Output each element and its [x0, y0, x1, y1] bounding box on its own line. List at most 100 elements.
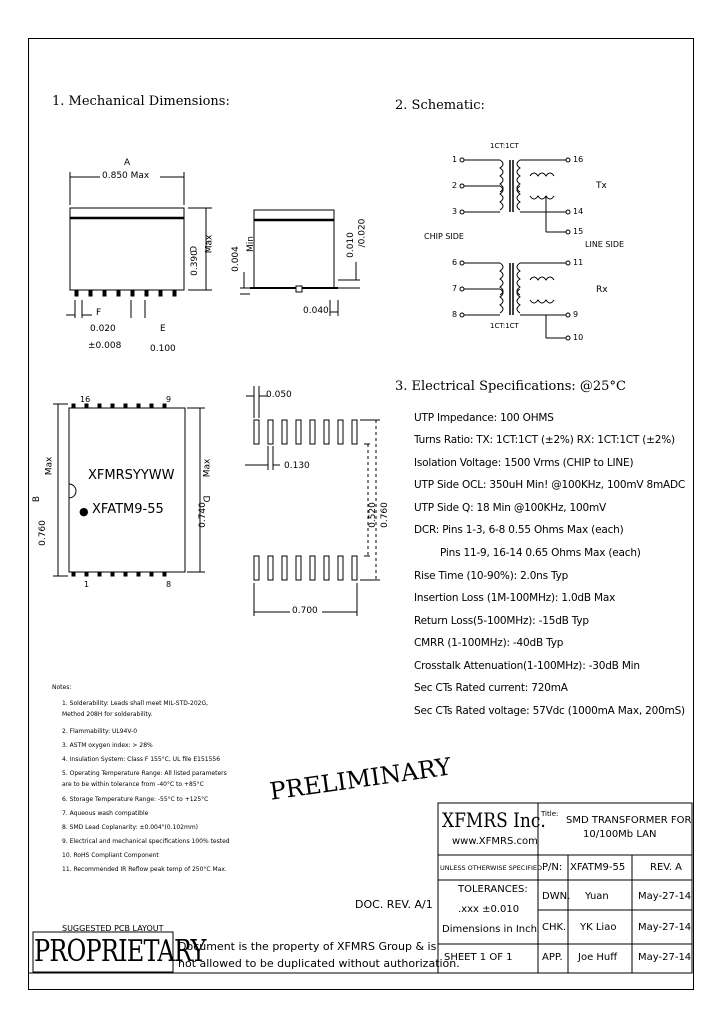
pn-label: P/N: [542, 862, 563, 873]
chip-side-label: CHIP SIDE [424, 232, 464, 241]
note-item: 5. Operating Temperature Range: All list… [62, 770, 227, 777]
spec-item: UTP Side Q: 18 Min @100KHz, 100mV [414, 502, 606, 514]
pcb-pads-top [253, 419, 358, 445]
notes-title: Notes: [52, 684, 72, 691]
note-item: 11. Recommended IR Reflow peak temp of 2… [62, 866, 227, 873]
pin-right-9: 9 [573, 310, 579, 319]
d-value: 0.740 [197, 502, 208, 528]
tolerance-value: .xxx ±0.010 [458, 904, 520, 915]
title-block-lines [28, 802, 693, 974]
side-020: /0.020 [357, 218, 368, 248]
dim-c-value: 0.390 [189, 250, 200, 276]
proprietary-line1: Document is the property of XFMRS Group … [178, 940, 437, 953]
pin-left-2: 2 [452, 181, 458, 190]
spec-item: Rise Time (10-90%): 2.0ns Typ [414, 570, 569, 582]
dim-a-label: A [124, 158, 131, 168]
spec-item: UTP Impedance: 100 OHMS [414, 412, 554, 424]
pin-left-7: 7 [452, 284, 458, 293]
note-item: 4. Insulation System: Class F 155°C, UL … [62, 756, 221, 763]
spec-item: Pins 11-9, 16-14 0.65 Ohms Max (each) [440, 547, 641, 559]
note-item: 1. Solderability: Leads shall meet MIL-S… [62, 700, 209, 707]
spec-item: Return Loss(5-100MHz): -15dB Typ [414, 615, 589, 627]
note-item: 3. ASTM oxygen index: > 28% [62, 742, 153, 749]
chk-label: CHK. [542, 922, 567, 933]
dwn-label: DWN. [542, 891, 571, 902]
side-010: 0.010 [345, 232, 356, 258]
note-item: 8. SMD Lead Coplanarity: ±0.004"(0.102mm… [62, 824, 198, 831]
pcb-pads-bottom [253, 555, 358, 581]
proprietary-line2: not allowed to be duplicated without aut… [178, 957, 460, 970]
spec-item: Sec CTs Rated voltage: 57Vdc (1000mA Max… [414, 705, 685, 717]
part-marking-line2: XFATM9-55 [92, 502, 164, 517]
rx-label: Rx [596, 285, 608, 295]
pin-left-3: 3 [452, 207, 458, 216]
pcb-700: 0.700 [292, 606, 318, 616]
spec-item: Turns Ratio: TX: 1CT:1CT (±2%) RX: 1CT:1… [414, 434, 675, 446]
ratio-bottom: 1CT:1CT [490, 322, 519, 330]
side-040: 0.040 [303, 306, 329, 316]
tx-label: Tx [596, 181, 607, 191]
pcb-130: 0.130 [284, 461, 310, 471]
revision: REV. A [650, 862, 683, 873]
sheet-number: SHEET 1 OF 1 [444, 952, 513, 963]
chk-name: YK Liao [580, 922, 617, 933]
ratio-top: 1CT:1CT [490, 142, 519, 150]
pin1-dot: ● [79, 505, 89, 518]
pin-left-1: 1 [452, 155, 458, 164]
pin-right-14: 14 [573, 207, 584, 216]
side-view-body [253, 209, 335, 289]
side-min-value: 0.004 [230, 246, 241, 272]
proprietary-mark: PROPRIETARY [34, 934, 206, 969]
part-marking-line1: XFMRSYYWW [88, 468, 175, 483]
company-name: XFMRS Inc. [442, 808, 546, 832]
spec-item: DCR: Pins 1-3, 6-8 0.55 Ohms Max (each) [414, 524, 624, 536]
note-item: 6. Storage Temperature Range: -55°C to +… [62, 796, 209, 803]
spec-item: CMRR (1-100MHz): -40dB Typ [414, 637, 564, 649]
mech-title: 1. Mechanical Dimensions: [52, 94, 230, 109]
dim-e-label: E [160, 324, 166, 334]
pin-right-11: 11 [573, 258, 584, 267]
title-label: Title: [541, 810, 559, 818]
pin-right-15: 15 [573, 227, 584, 236]
dwn-date: May-27-14 [638, 891, 692, 902]
line-side-label: LINE SIDE [585, 240, 625, 249]
pcb-520: 0.520 [367, 502, 378, 528]
spec-item: Isolation Voltage: 1500 Vrms (CHIP to LI… [414, 457, 634, 469]
drawing-border [28, 38, 694, 990]
dimensions-unit: Dimensions in Inch [442, 924, 537, 935]
title-line2: 10/100Mb LAN [583, 829, 657, 840]
dim-f-label: F [96, 308, 102, 318]
d-max: Max [202, 458, 213, 478]
f-tol: ±0.008 [88, 341, 122, 351]
pin-left-6: 6 [452, 258, 458, 267]
pcb-layout-label: SUGGESTED PCB LAYOUT [62, 924, 164, 933]
top-view-body [68, 407, 186, 573]
note-item: 7. Aqueous wash compatible [62, 810, 149, 817]
pin-left-8: 8 [452, 310, 458, 319]
pin-right-16: 16 [573, 155, 584, 164]
app-name: Joe Huff [578, 952, 618, 963]
b-value: 0.760 [37, 520, 48, 546]
electrical-title: 3. Electrical Specifications: @25°C [395, 379, 626, 394]
b-max: Max [44, 456, 55, 476]
dim-b-label: B [32, 495, 43, 503]
note-item: 2. Flammability: UL94V-0 [62, 728, 138, 735]
dim-c-max: Max [204, 234, 215, 254]
title-line1: SMD TRANSFORMER FOR [566, 815, 692, 826]
note-item: are to be within tolerance from -40°C to… [62, 781, 204, 788]
spec-item: Crosstalk Attenuation(1-100MHz): -30dB M… [414, 660, 640, 672]
schematic-drawing [459, 157, 571, 341]
f-value: 0.020 [90, 324, 116, 334]
app-date: May-27-14 [638, 952, 692, 963]
note-item: Method 208H for solderability. [62, 711, 153, 718]
spec-item: Insertion Loss (1M-100MHz): 1.0dB Max [414, 592, 616, 604]
spec-item: UTP Side OCL: 350uH Min! @100KHz, 100mV … [414, 479, 686, 491]
dwn-name: Yuan [585, 891, 609, 902]
pin-9-label: 9 [166, 395, 172, 404]
company-website: www.XFMRS.com [452, 836, 538, 847]
pcb-050: 0.050 [266, 390, 292, 400]
side-min-label: Min [245, 236, 256, 252]
app-label: APP. [542, 952, 563, 963]
pin-16-label: 16 [80, 395, 91, 404]
note-item: 10. RoHS Compliant Component [62, 852, 159, 859]
